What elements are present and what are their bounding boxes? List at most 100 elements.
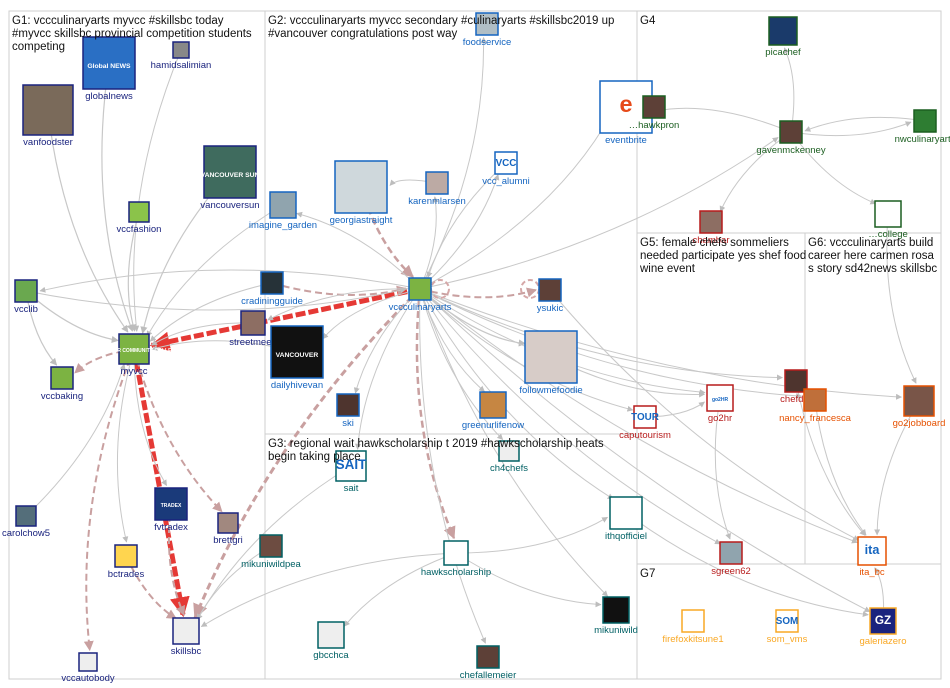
node-gavenmckenney[interactable]: gavenmckenney xyxy=(756,120,826,156)
group-frame-g7 xyxy=(636,563,942,680)
node-vccautobody[interactable]: vccautobody xyxy=(61,652,115,684)
node-firefoxkitsune1[interactable]: firefoxkitsune1 xyxy=(662,609,724,645)
node-label-vccfashion: vccfashion xyxy=(117,224,162,235)
group-label-g2-line-1: G2: vccculinaryarts myvcc secondary #cul… xyxy=(268,15,614,27)
node-logo-text-ita_bc: ita xyxy=(865,543,881,557)
node-label-vcclib: vcclib xyxy=(14,304,38,315)
node-bctrades[interactable]: bctrades xyxy=(108,544,145,580)
group-label-g5-line-1: G5: female chefs sommeliers xyxy=(640,237,789,249)
node-label-carolchow5: carolchow5 xyxy=(2,528,50,539)
node-hawkscholarship[interactable]: hawkscholarship xyxy=(421,540,491,578)
node-ski[interactable]: ski xyxy=(336,393,360,429)
node-mikuniwild[interactable]: mikuniwild xyxy=(594,596,638,636)
node-hamidsalimian[interactable]: hamidsalimian xyxy=(151,41,212,71)
node-sgreen62[interactable]: sgreen62 xyxy=(711,541,751,577)
node-streetmeet[interactable]: streetmeett xyxy=(229,310,277,348)
node-image-gavenmckenney xyxy=(779,120,803,144)
edge-gavenmckenney-picachef xyxy=(783,47,795,133)
node-nwculinaryarts[interactable]: nwculinaryarts xyxy=(895,109,950,145)
edge-vccculinaryarts-galeriazero xyxy=(419,288,871,613)
node-image-ch4chefs xyxy=(498,440,520,462)
node-vccfashion[interactable]: vccfashion xyxy=(117,201,162,235)
node-vccbaking[interactable]: vccbaking xyxy=(41,366,83,402)
node-image-go2hr xyxy=(706,384,734,412)
node-foodservice[interactable]: foodservice xyxy=(463,12,512,48)
node-image-myvcc xyxy=(118,333,150,365)
edge-myvcc-fvtradex xyxy=(133,348,168,487)
node-logo-text-vcc_alumni: VCC xyxy=(496,158,517,169)
node-label-foodservice: foodservice xyxy=(463,37,512,48)
edge-ithqofficiel-galeriazero xyxy=(625,512,869,618)
node-image-som_vms xyxy=(775,609,799,633)
node-vcclib[interactable]: vcclib xyxy=(14,279,38,315)
node-label-sgreen62: sgreen62 xyxy=(711,566,751,577)
node-cradiningguide[interactable]: cradiningguide xyxy=(241,271,303,307)
node-gbcchca[interactable]: gbcchca xyxy=(313,621,349,661)
group-labels: G1: vccculinaryarts myvcc #skillsbc toda… xyxy=(12,15,937,580)
node-followmefoodie[interactable]: followmefoodie xyxy=(519,330,583,396)
edge-vccculinaryarts-foodservice xyxy=(419,36,487,290)
node-skillsbc[interactable]: skillsbc xyxy=(171,617,202,657)
node-logo-text-go2hr: go2HR xyxy=(712,397,729,403)
group-label-g1-line-2: #myvcc skillsbc provincial competition s… xyxy=(12,28,252,40)
node-image-vccbaking xyxy=(50,366,74,390)
node-georgiastraight[interactable]: georgiastraight xyxy=(330,160,393,226)
node-vccculinaryarts[interactable]: vccculinaryarts xyxy=(389,277,452,313)
node-image-go2jobboard xyxy=(903,385,935,417)
node-go2jobboard[interactable]: go2jobboard xyxy=(893,385,946,429)
node-ithqofficiel[interactable]: ithqofficiel xyxy=(605,496,647,542)
node-label-vccbaking: vccbaking xyxy=(41,391,83,402)
edge-nwculinaryarts-gavenmckenney xyxy=(804,116,926,132)
node-image-firefoxkitsune1 xyxy=(681,609,705,633)
node-hawksr[interactable]: …hawkpron xyxy=(629,95,680,131)
edge-hawkscholarship-ithqofficiel xyxy=(455,516,609,554)
node-label-vccculinaryarts: vccculinaryarts xyxy=(389,302,452,313)
node-ch4chefs[interactable]: ch4chefs xyxy=(490,440,528,474)
node-image-karenmlarsen xyxy=(425,171,449,195)
edge-vccculinaryarts-myvcc xyxy=(149,286,421,352)
node-greenurlifenow[interactable]: greenurlifenow xyxy=(462,391,524,431)
node-chefallemeier[interactable]: chefallemeier xyxy=(460,645,517,681)
edge-gavenmckenney-ecollege xyxy=(790,131,877,205)
node-label-myvcc: myvcc xyxy=(121,366,148,377)
node-logo-text-dailyhivevan: VANCOUVER xyxy=(276,352,319,359)
node-ysukic[interactable]: ysukic xyxy=(537,278,564,314)
node-label-caputourism: caputourism xyxy=(619,430,671,441)
node-label-brettgri: brettgri xyxy=(213,535,243,546)
node-chambar[interactable]: chambar xyxy=(693,210,730,246)
group-label-g5-line-3: wine event xyxy=(639,263,696,275)
node-carolchow5[interactable]: carolchow5 xyxy=(2,505,50,539)
node-chefdgr[interactable]: chefdgr xyxy=(780,369,812,405)
node-image-picachef xyxy=(768,16,798,46)
node-image-followmefoodie xyxy=(524,330,578,384)
node-nancy_francesca[interactable]: nancy_francesca xyxy=(779,388,852,424)
node-imagine_garden[interactable]: imagine_garden xyxy=(249,191,317,231)
node-label-eventbrite: eventbrite xyxy=(605,135,647,146)
node-karenmlarsen[interactable]: karenmlarsen xyxy=(408,171,466,207)
node-brettgri[interactable]: brettgri xyxy=(213,512,243,546)
node-mikuniwildpea[interactable]: mikuniwildpea xyxy=(241,534,302,570)
node-vanfoodster[interactable]: vanfoodster xyxy=(22,84,74,148)
node-ecollege[interactable]: …college xyxy=(868,200,908,240)
node-label-chefdgr: chefdgr xyxy=(780,394,812,405)
edge-globalnews-myvcc xyxy=(101,62,134,332)
node-label-gavenmckenney: gavenmckenney xyxy=(756,145,825,156)
edge-myvcc-bctrades xyxy=(116,348,135,543)
node-picachef[interactable]: picachef xyxy=(765,16,801,58)
edge-vccculinaryarts-gavenmckenney xyxy=(419,137,779,290)
